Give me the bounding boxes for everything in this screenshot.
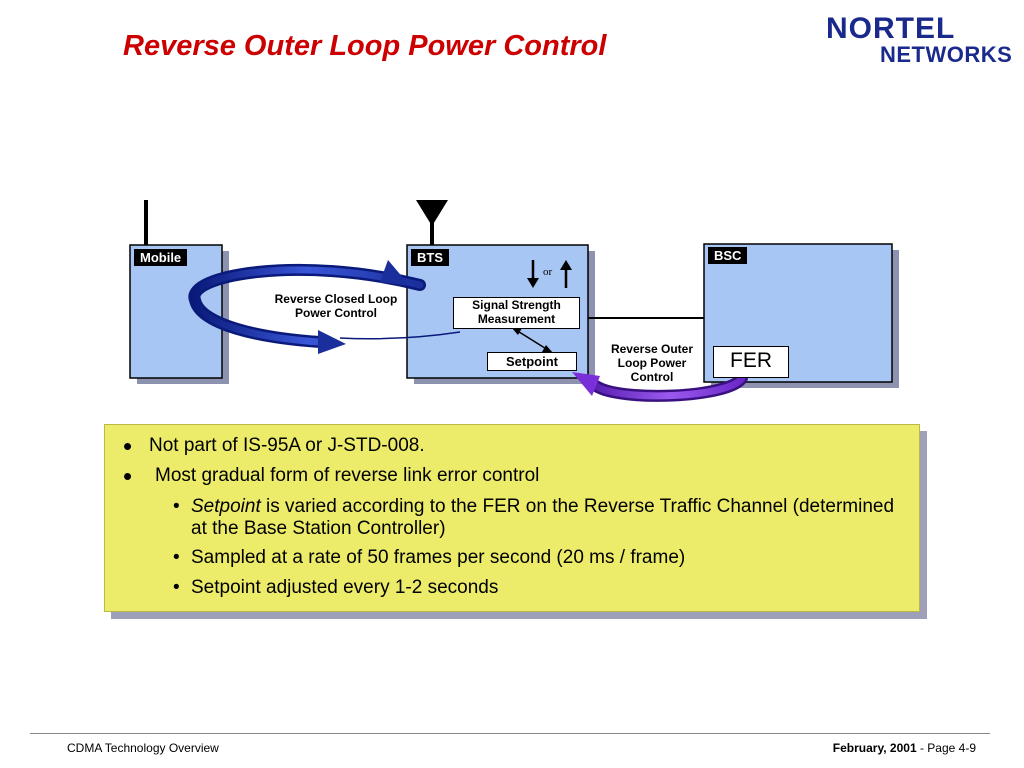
outer-loop-label: Reverse Outer Loop Power Control xyxy=(592,342,712,384)
sub-bullet-3-text: Setpoint adjusted every 1-2 seconds xyxy=(191,577,499,598)
bsc-label: BSC xyxy=(708,247,748,264)
sub-bullet-2: • Sampled at a rate of 50 frames per sec… xyxy=(173,547,901,569)
closed-loop-label-line-1: Reverse Closed Loop xyxy=(274,292,398,306)
outer-loop-label-line-1: Reverse Outer xyxy=(610,342,694,356)
footer-left-text: CDMA Technology Overview xyxy=(67,741,219,755)
signal-strength-line-2: Measurement xyxy=(477,312,556,326)
measurement-setpoint-arrow xyxy=(511,327,553,353)
sub-bullet-2-text: Sampled at a rate of 50 frames per secon… xyxy=(191,547,686,568)
bullet-item-2-text: Most gradual form of reverse link error … xyxy=(155,465,540,486)
bullet-dot: • xyxy=(123,431,133,461)
nortel-networks-logo: NORTEL NETWORKS xyxy=(826,12,1012,70)
footer-divider xyxy=(30,733,990,734)
sub-bullet-3: • Setpoint adjusted every 1-2 seconds xyxy=(173,577,901,599)
footer-right: February, 2001 - Page 4-9 xyxy=(833,741,976,755)
footer-date: February, 2001 xyxy=(832,741,917,755)
closed-loop-arrow xyxy=(188,260,461,354)
page-title: Reverse Outer Loop Power Control xyxy=(123,30,607,62)
closed-loop-label-line-2: Power Control xyxy=(294,306,377,320)
bullet-item-1-text: Not part of IS-95A or J-STD-008. xyxy=(149,435,425,456)
or-label: or xyxy=(543,266,553,278)
bts-label: BTS xyxy=(411,249,449,266)
sub-bullet-dot: • xyxy=(173,496,180,517)
closed-loop-label: Reverse Closed Loop Power Control xyxy=(246,292,426,320)
up-down-arrows-icon xyxy=(527,260,572,288)
outer-loop-arrow xyxy=(572,372,748,402)
footer-page-number: Page 4-9 xyxy=(927,741,976,755)
sub-bullet-1: • Setpoint is varied according to the FE… xyxy=(173,496,901,540)
outer-loop-label-line-2: Loop Power xyxy=(617,356,687,370)
sub-bullet-1-text: is varied according to the FER on the Re… xyxy=(191,496,895,539)
sub-bullet-dot: • xyxy=(173,547,180,568)
outer-loop-label-line-3: Control xyxy=(630,370,674,384)
bts-antenna-icon xyxy=(416,200,448,226)
bullet-item-1: • Not part of IS-95A or J-STD-008. xyxy=(123,431,425,461)
bullet-dot: • xyxy=(123,461,133,491)
fer-box: FER xyxy=(713,346,789,378)
signal-strength-box: Signal Strength Measurement xyxy=(453,297,580,329)
mobile-label: Mobile xyxy=(134,249,188,266)
mobile-antenna xyxy=(144,200,148,246)
signal-strength-line-1: Signal Strength xyxy=(472,298,561,312)
bts-antenna-mast xyxy=(430,208,434,246)
bullet-panel: • Not part of IS-95A or J-STD-008. • Mos… xyxy=(104,424,920,612)
logo-line-2: NETWORKS xyxy=(880,42,1013,67)
setpoint-box: Setpoint xyxy=(487,352,577,371)
sub-bullet-dot: • xyxy=(173,577,180,598)
bullet-item-2: • Most gradual form of reverse link erro… xyxy=(123,461,540,491)
setpoint-italic: Setpoint xyxy=(191,496,261,517)
logo-line-1: NORTEL xyxy=(826,12,956,45)
footer-separator: - xyxy=(916,741,928,755)
mobile-box xyxy=(129,244,223,379)
